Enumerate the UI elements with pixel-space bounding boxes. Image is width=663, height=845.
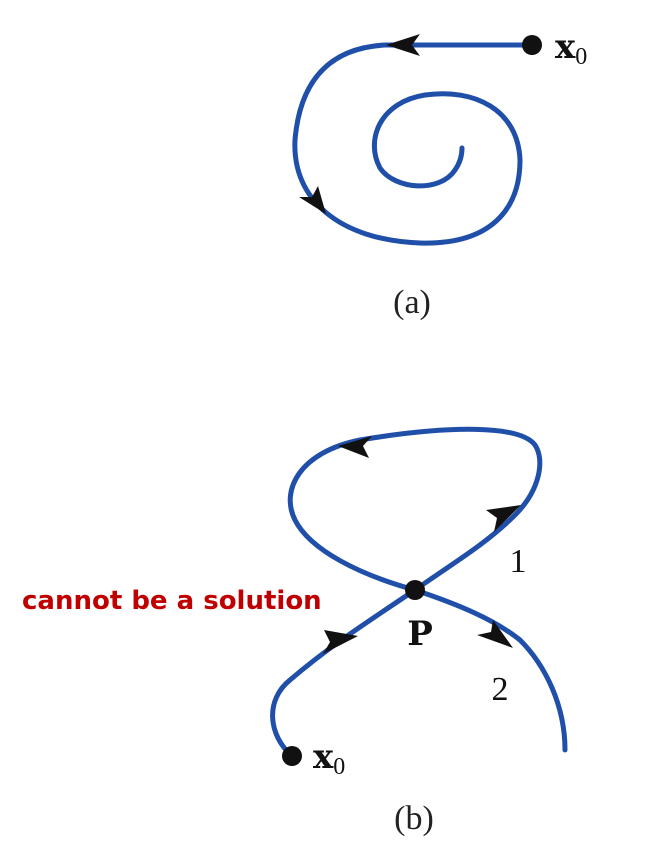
crossing-trajectory: [270, 426, 568, 759]
subscript-b: 0: [333, 754, 345, 780]
subscript-a: 0: [575, 44, 587, 70]
panel-a: x0 (a): [292, 27, 587, 321]
x-symbol-a: x: [555, 27, 576, 67]
arrow-head-b-branch-1: [486, 505, 521, 532]
caption-b: (b): [394, 800, 434, 837]
spiral-trajectory: [292, 42, 535, 246]
panel-b: x0 P 1 2 cannot be a solution (b): [22, 426, 568, 837]
initial-point-b: [282, 746, 302, 766]
arrow-head-a-top: [386, 34, 420, 56]
annotation-text: cannot be a solution: [22, 586, 322, 616]
arrow-head-a-left: [299, 186, 326, 214]
arrow-head-b-top: [338, 436, 372, 458]
crossing-point-label: P: [407, 614, 433, 654]
caption-a: (a): [393, 284, 431, 321]
branch-2-label: 2: [492, 671, 509, 708]
initial-point-a-label: x0: [555, 27, 587, 70]
initial-point-b-label: x0: [313, 737, 345, 780]
crossing-point-p: [405, 580, 425, 600]
arrow-head-b-lower: [323, 630, 358, 654]
branch-1-label: 1: [510, 543, 527, 580]
x-symbol-b: x: [313, 737, 334, 777]
arrow-head-b-branch-2: [477, 620, 513, 648]
initial-point-a: [522, 35, 542, 55]
